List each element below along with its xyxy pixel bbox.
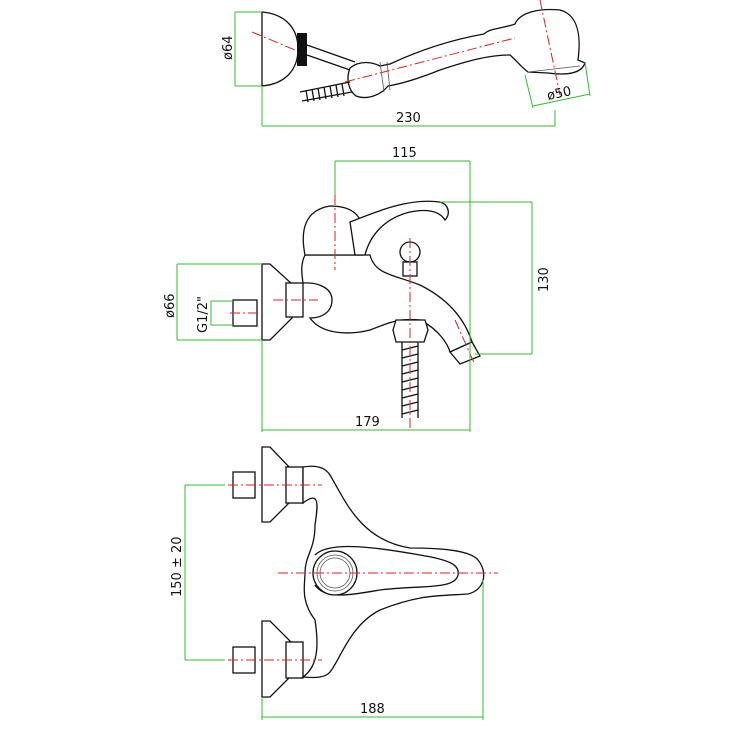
shower-centerlines — [251, 0, 561, 96]
mixer-body — [301, 254, 473, 353]
dim-line-flange-diameter — [176, 263, 262, 341]
lever-reach-label: 115 — [392, 146, 417, 161]
lever-handle — [349, 200, 449, 256]
dim-line-top-projection — [261, 580, 484, 720]
inlet-spacing-label: 150 ± 20 — [170, 536, 185, 597]
spray-diameter-label: ø50 — [546, 84, 573, 104]
cup-ring — [297, 33, 307, 66]
dim-line-height — [440, 201, 533, 355]
height-label: 130 — [537, 267, 552, 292]
shower-handle — [347, 8, 586, 99]
dim-line-shower-length — [261, 86, 556, 127]
head-diameter-label: ø64 — [221, 36, 236, 61]
side-centerlines — [230, 195, 476, 428]
top-view: 150 ± 20 188 — [170, 446, 498, 720]
shower-hose-stub — [299, 81, 353, 103]
top-projection-label: 188 — [360, 702, 385, 717]
top-centerlines — [228, 484, 498, 661]
dim-line-lever-reach — [334, 160, 471, 432]
hand-shower-view: ø64 230 ø50 — [221, 0, 591, 127]
dim-line-inlet-spacing — [184, 484, 225, 661]
flange-diameter-label: ø66 — [163, 294, 178, 319]
handle-ring-lines — [379, 61, 581, 93]
dim-line-thread — [210, 300, 233, 326]
side-view: 115 130 ø66 G1/2" 179 — [163, 146, 552, 432]
thread-label: G1/2" — [196, 296, 211, 333]
shower-bracket-arm — [306, 44, 356, 71]
shower-length-label: 230 — [396, 111, 421, 126]
dim-line-spray-diameter — [524, 61, 591, 109]
side-projection-label: 179 — [355, 415, 380, 430]
dim-line-head-diameter — [234, 11, 262, 87]
dim-line-side-projection — [261, 340, 470, 432]
lever-top-outline — [314, 545, 459, 596]
